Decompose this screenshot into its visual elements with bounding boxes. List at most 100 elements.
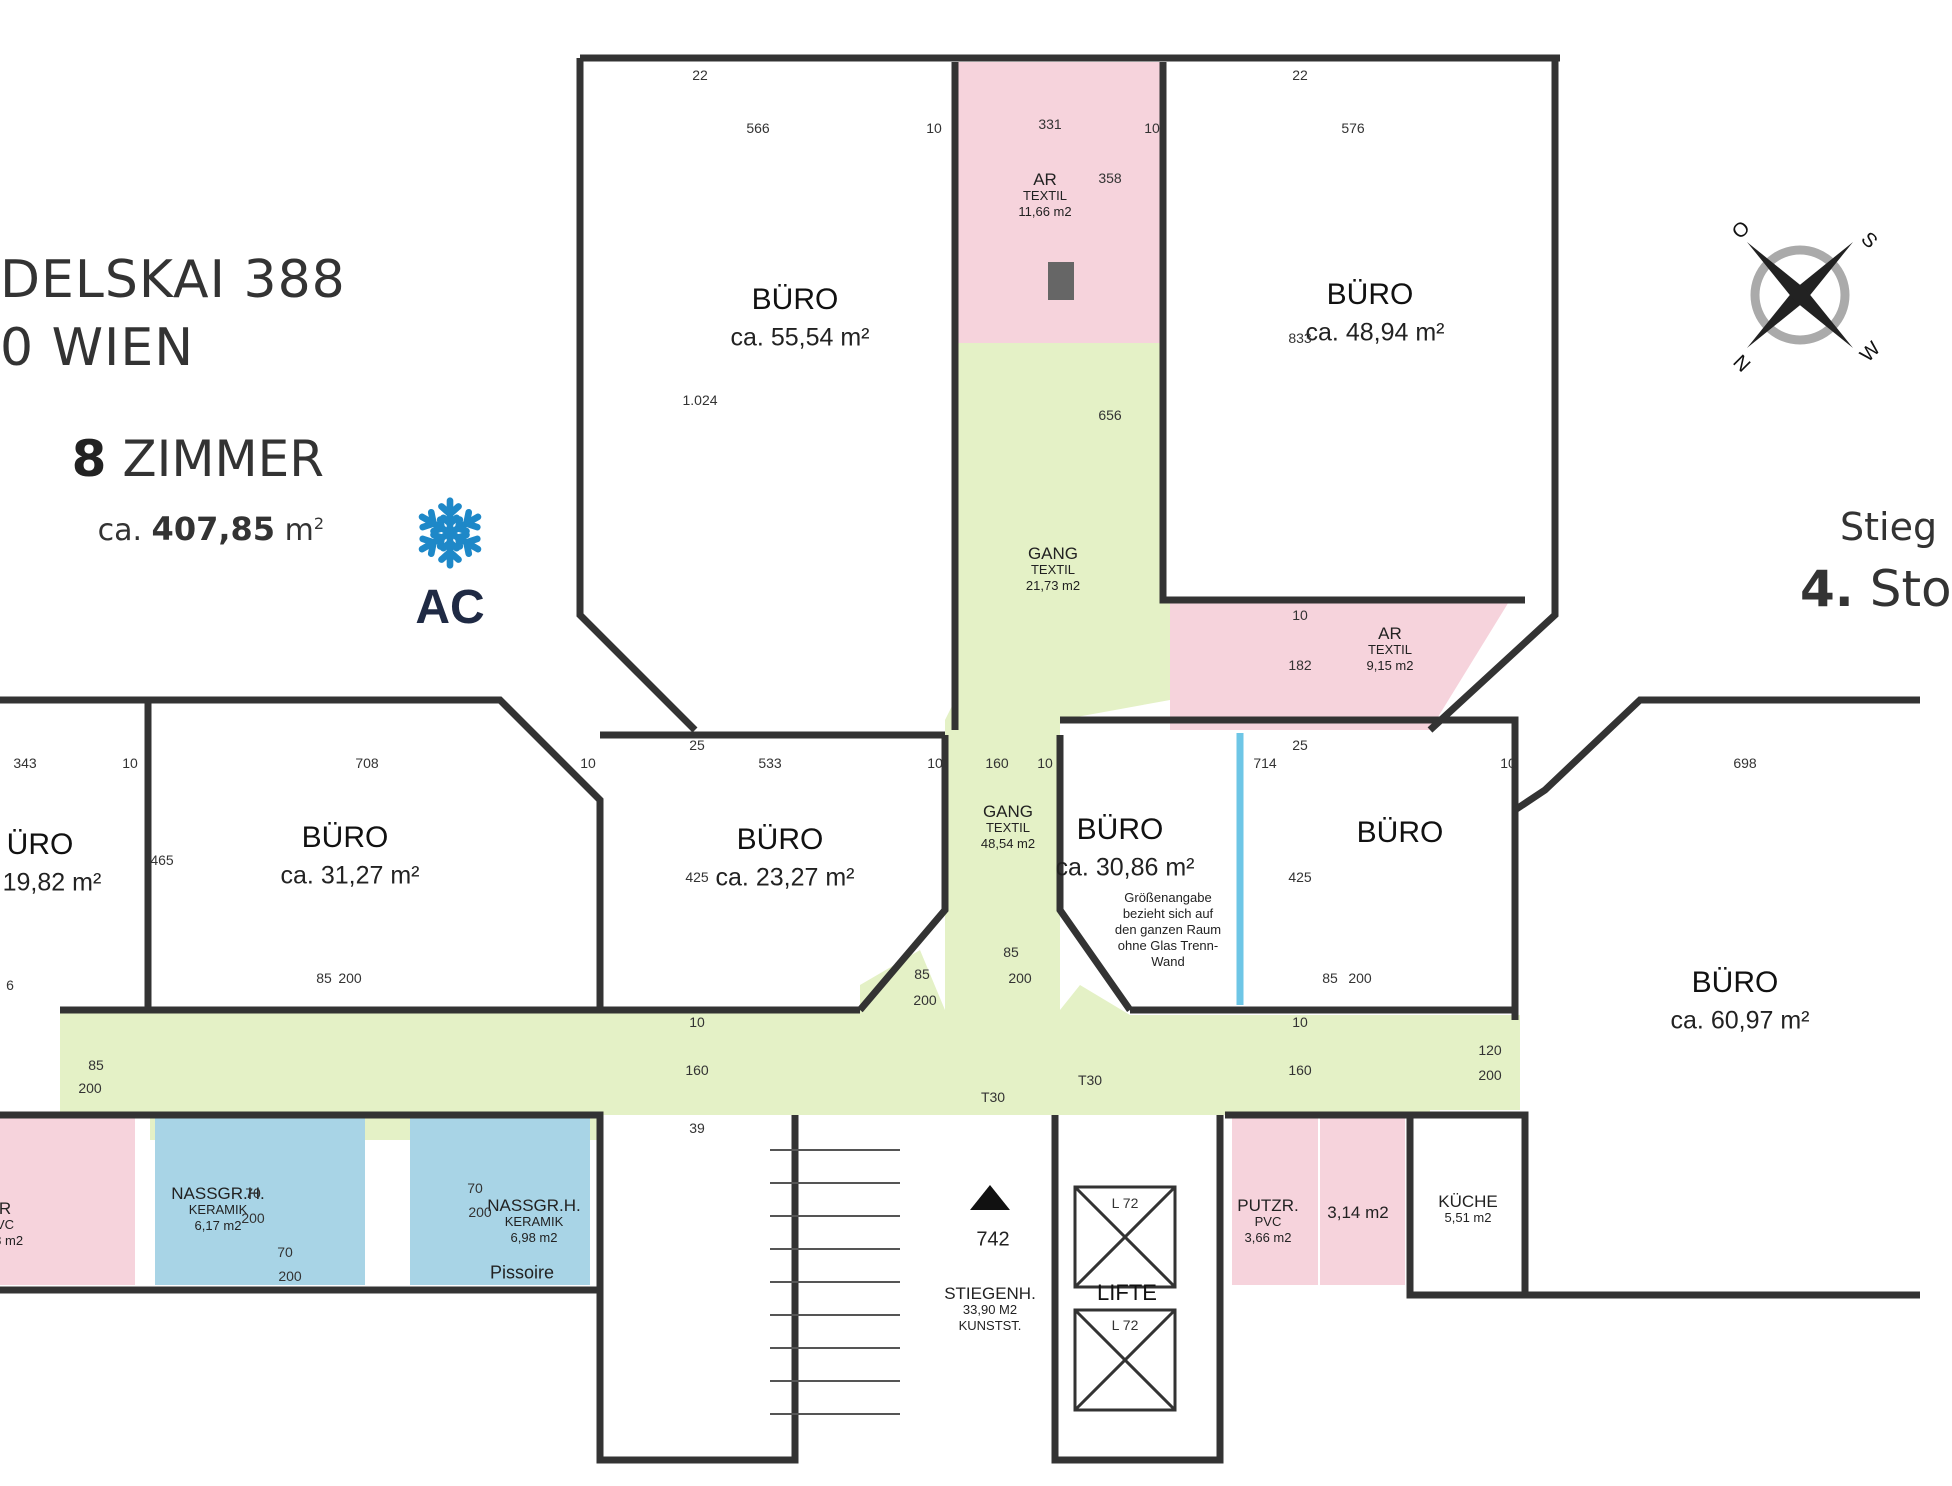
room-area: ca. 23,27 m² [715,863,855,892]
total-unit: m [284,513,314,548]
dimension-label: 10 [1500,755,1516,771]
putz-room-fill [1232,1115,1318,1285]
glass-note-line: ohne Glas Trenn- [1117,938,1219,953]
dimension-label: 331 [1038,116,1062,132]
small-room-line: KERAMIK [188,1202,248,1217]
dimension-label: 10 [927,755,943,771]
wall-right-wing [1513,696,1920,813]
small-room-line: NASSGR.H. [171,1184,265,1203]
small-room-line: 6,98 m2 [510,1230,558,1245]
dimension-label: 85 [88,1057,104,1073]
small-room-line: NASSGR.H. [487,1196,581,1215]
small-room-line: TEXTIL [1030,562,1076,577]
room-area: ca. 55,54 m² [730,323,870,352]
ac-badge: AC [400,495,500,635]
dimension-label: L 72 [1111,1317,1139,1333]
svg-text:S: S [1856,228,1881,253]
wall-corridor-lower-left [857,735,949,1013]
small-room-line: 08 m2 [0,1233,24,1248]
wall-row-right [1060,716,1519,1020]
dimension-label: 833 [1288,330,1312,346]
dimension-label: 10 [926,120,942,136]
dimension-label: 85 [1003,944,1019,960]
small-room-line: TEXTIL [1367,642,1413,657]
dimension-label: 10 [1037,755,1053,771]
room-name: BÜRO [1356,816,1444,849]
dimension-label: 182 [1288,657,1312,673]
stair-label: Stieg [1840,505,1938,549]
dimension-label: 10 [580,755,596,771]
small-room-line: 6,17 m2 [194,1218,242,1233]
glass-note-line: bezieht sich auf [1122,906,1214,921]
small-room-fill [1320,1115,1405,1285]
rooms-number: 8 [71,430,107,488]
glass-note-line: den ganzen Raum [1114,922,1222,937]
room-area: ca. 48,94 m² [1305,318,1445,347]
stair-arrow-icon [970,1185,1010,1210]
dimension-label: 10 [122,755,138,771]
ac-label: AC [415,581,485,634]
dimension-label: 1.024 [682,392,718,408]
dimension-label: 200 [1348,970,1372,986]
small-room-line: AR [1378,624,1402,643]
room-area: ca. 31,27 m² [280,861,420,890]
small-room-line: PVC [1254,1214,1282,1229]
dimension-label: 85 [914,966,930,982]
small-room-line: 33,90 M2 [962,1302,1018,1317]
dimension-label: 70 [467,1180,483,1196]
dimension-label: 25 [1292,737,1308,753]
wall-corridor-lower-right [1056,735,1133,1013]
small-room-line: TEXTIL [1022,188,1068,203]
room-name: ÜRO [6,828,74,861]
dimension-label: 200 [241,1210,265,1226]
dimension-label: 85 [1322,970,1338,986]
dimension-label: 566 [746,120,770,136]
small-room-line: 3,66 m2 [1244,1230,1292,1245]
small-room-line: R [0,1199,12,1218]
dimension-label: 425 [685,869,709,885]
dimension-label: 200 [338,970,362,986]
small-room-line: 9,15 m2 [1366,658,1414,673]
lift-cabin-2 [1073,1308,1177,1412]
address-line-2: 0 WIEN [0,318,195,378]
dimension-label: 200 [78,1080,102,1096]
wall-lift [1051,1115,1224,1464]
total-area-value: 407,85 [151,510,276,548]
room-name: BÜRO [1076,813,1164,846]
dimension-label: 708 [355,755,379,771]
small-room-line: GANG [1027,544,1079,563]
address-line-1: DELSKAI 388 [0,250,346,310]
rooms-label: ZIMMER [122,430,324,488]
dimension-label: 200 [468,1204,492,1220]
dimension-label: 6 [6,977,14,993]
svg-text:N: N [1728,351,1754,377]
dimension-label: 25 [689,737,705,753]
small-room-line: 5,51 m2 [1444,1210,1492,1225]
room-name: BÜRO [1326,278,1414,311]
room-name: BÜRO [1691,966,1779,999]
small-room-line: VC [0,1217,15,1232]
dimension-label: 343 [13,755,37,771]
small-room-line: GANG [982,802,1034,821]
dimension-label: T30 [1077,1072,1103,1088]
wall-stair [596,1115,799,1464]
rooms-count: 8 ZIMMER [72,430,324,488]
room-name: BÜRO [736,823,824,856]
dimension-label: 22 [1292,67,1308,83]
dimension-label: 533 [758,755,782,771]
dimension-label: 656 [1098,407,1122,423]
ar-room-fill-top [955,62,1163,343]
dimension-label: 10 [1292,1014,1308,1030]
shaft-ar [1048,262,1074,300]
sanitary-fill-right [410,1115,590,1285]
total-area: ca. 407,85 m2 [98,510,324,548]
dimension-label: 70 [277,1244,293,1260]
room-area: ca. 60,97 m² [1670,1006,1810,1035]
svg-text:O: O [1728,217,1755,244]
dimension-label: 85 [316,970,332,986]
